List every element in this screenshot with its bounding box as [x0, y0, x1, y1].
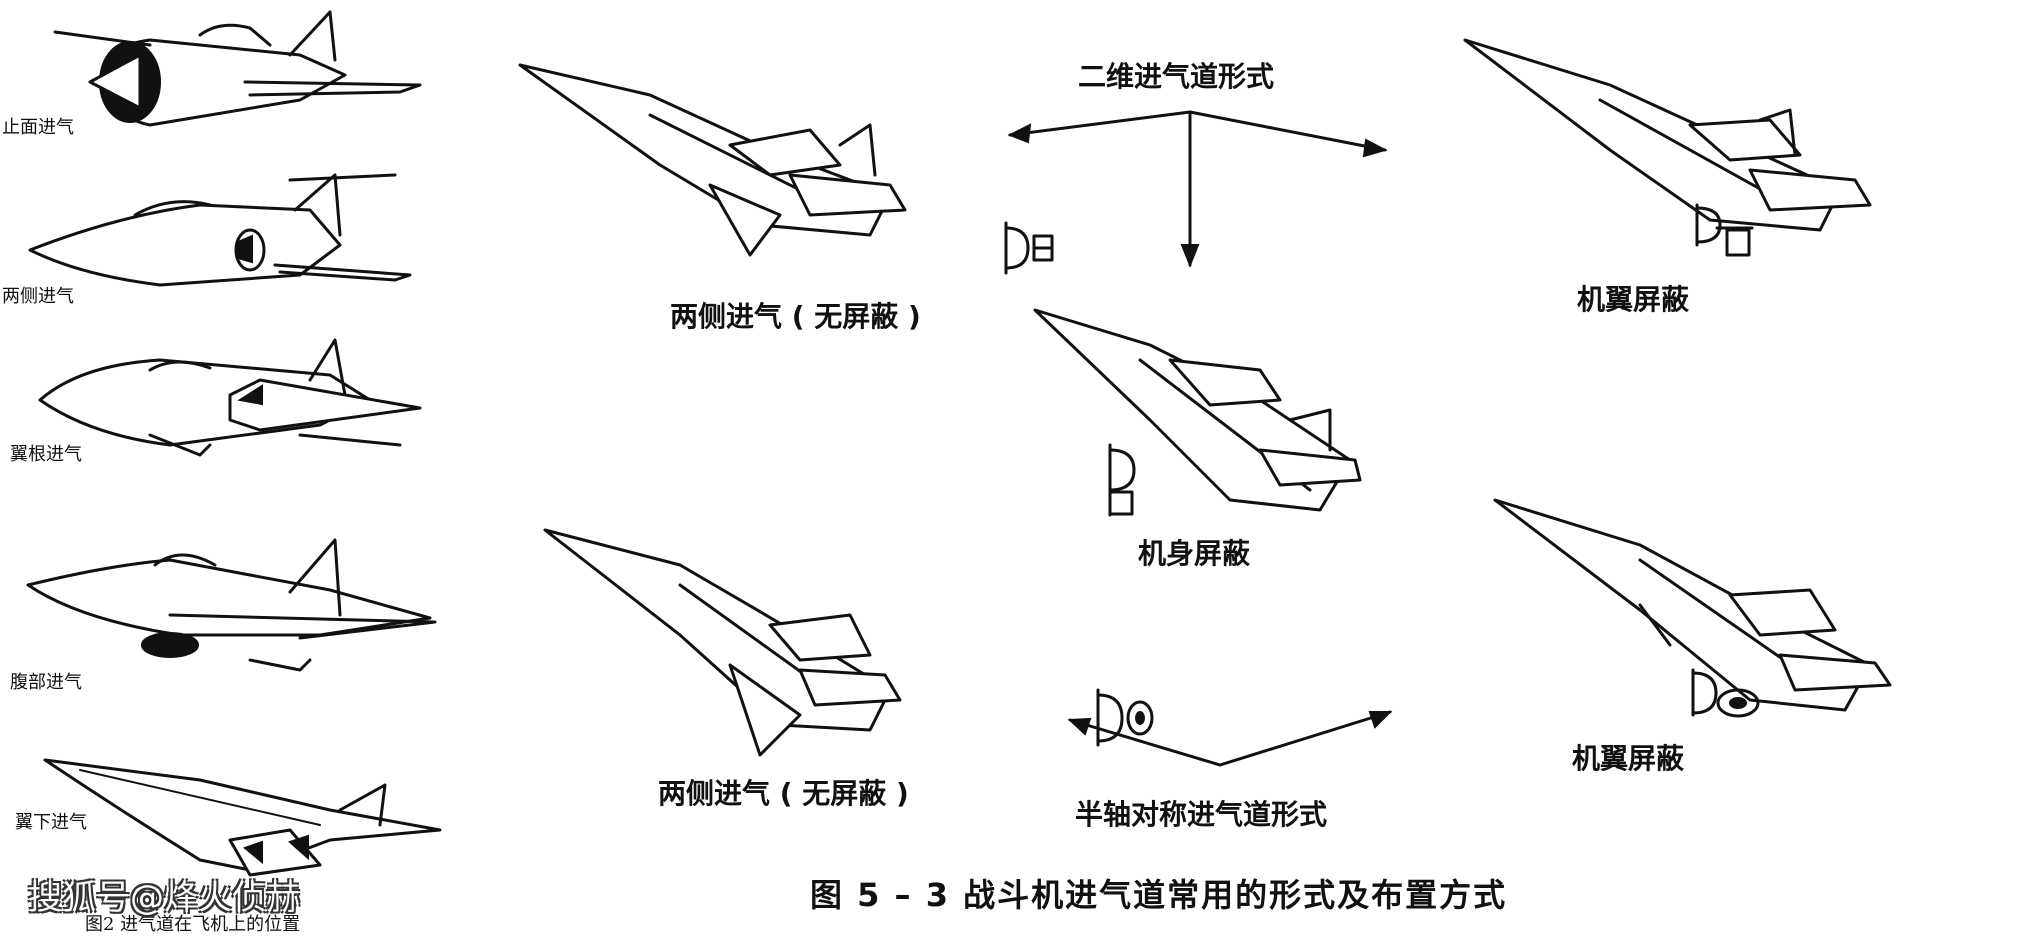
label-jet-bottom-left: 两侧进气 ( 无屏蔽 ) — [658, 777, 909, 810]
aircraft-wing-root-intake — [38, 338, 422, 457]
intake-shape-center — [1108, 443, 1136, 517]
label-wing-root-intake: 翼根进气 — [10, 444, 82, 465]
left-panel: 止面进气 两侧进气 翼根进气 腹部进气 翼下 — [0, 0, 470, 940]
intake-shape-top-right — [1695, 203, 1754, 257]
aircraft-underwing-intake — [43, 758, 442, 877]
top-center-label: 二维进气道形式 — [1078, 60, 1275, 93]
top-arrows — [1007, 110, 1393, 767]
label-nose-intake: 止面进气 — [2, 117, 74, 138]
aircraft-side-intake — [28, 173, 412, 287]
left-caption: 图2 进气道在飞机上的位置 — [85, 914, 301, 935]
right-panel: 二维进气道形式 两侧进气 ( 无屏蔽 ) — [470, 0, 2017, 940]
jet-top-left — [518, 63, 907, 257]
jet-center — [1033, 308, 1362, 512]
label-jet-center: 机身屏蔽 — [1138, 537, 1251, 570]
label-ventral-intake: 腹部进气 — [10, 672, 82, 693]
watermark: 搜狐号@烽火侦赫 — [28, 878, 300, 918]
label-side-intake: 两侧进气 — [2, 286, 74, 307]
figure-caption: 图 5 – 3 战斗机进气道常用的形式及布置方式 — [810, 876, 1508, 914]
label-underwing-intake: 翼下进气 — [15, 812, 87, 833]
label-jet-top-right: 机翼屏蔽 — [1577, 283, 1690, 316]
jet-bottom-right — [1493, 498, 1892, 712]
jet-bottom-left — [543, 528, 902, 757]
bottom-center-label: 半轴对称进气道形式 — [1075, 798, 1328, 831]
intake-shape-bottom-left — [1096, 688, 1154, 747]
jet-top-right — [1463, 38, 1872, 232]
label-jet-top-left: 两侧进气 ( 无屏蔽 ) — [670, 300, 921, 333]
aircraft-ventral-intake — [26, 538, 437, 672]
intake-shape-top-left — [1004, 221, 1054, 275]
label-jet-bottom-right: 机翼屏蔽 — [1572, 742, 1685, 775]
intake-shape-bottom-right — [1691, 668, 1760, 718]
aircraft-nose-intake — [53, 10, 422, 127]
